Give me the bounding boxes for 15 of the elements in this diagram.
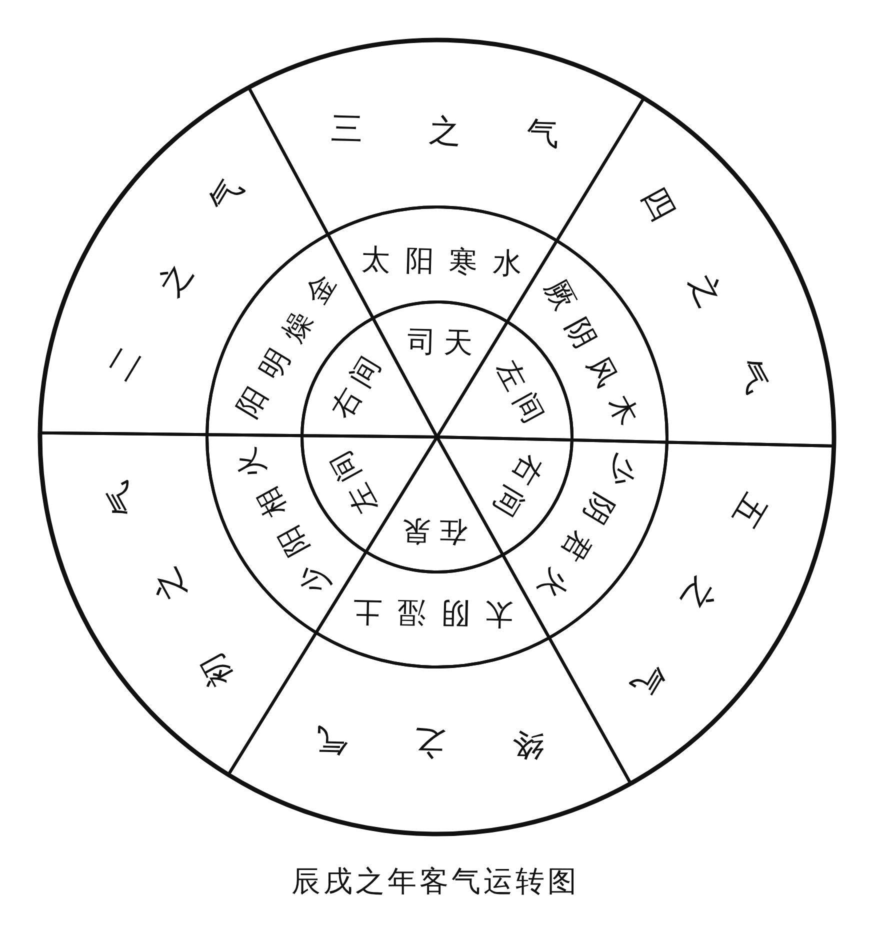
sector-label: 五之气 [626,488,772,701]
sector-label: 三之气 [330,112,560,150]
sector-label: 右间 [488,450,548,522]
sector-label: 司天 [406,326,473,358]
sector-label: 在泉 [402,516,468,548]
sector-label: 初之气 [100,477,238,692]
sector-label: 右间 [326,352,386,424]
sector-label: 二之气 [102,172,248,385]
sector-label: 太阴湿土 [352,596,514,630]
sector-label: 终之气 [316,724,545,762]
sector-label: 太阳寒水 [360,244,523,278]
sector-label: 四之气 [636,182,774,398]
caption: 辰戌之年客气运转图 [292,866,580,898]
sector-label: 左间 [492,356,549,428]
sector-label: 左间 [325,446,382,519]
